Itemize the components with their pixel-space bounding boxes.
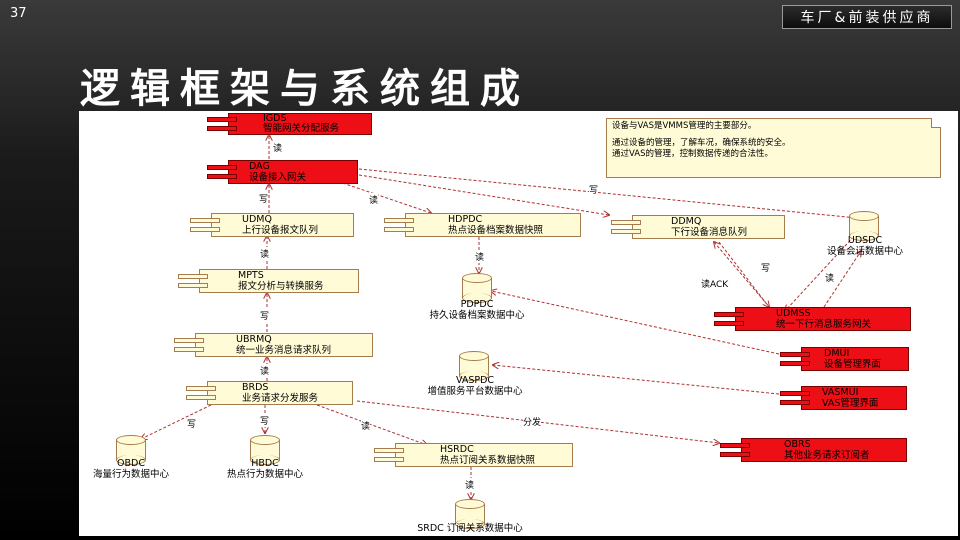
component-obrs-code: OBRS (784, 439, 811, 450)
component-udmq-name: 上行设备报文队列 (242, 225, 319, 236)
edge-udsdc-udmss (785, 232, 858, 311)
store-obdc-name: 海量行为数据中心 (92, 469, 169, 480)
component-brds-name: 业务请求分发服务 (242, 393, 319, 404)
edge-brds-hsrdc (316, 404, 427, 445)
component-igds-name: 智能网关分配服务 (263, 123, 340, 134)
store-hbdc-code: HBDC (251, 458, 279, 469)
edge-label-write: 写 (187, 417, 197, 430)
store-vaspdc-label: VASPDC 增值服务平台数据中心 (413, 375, 537, 397)
component-vasmui-name: VAS管理界面 (822, 398, 879, 409)
component-igds: IGDS 智能网关分配服务 (207, 113, 372, 135)
edge-label-read: 读 (825, 271, 835, 284)
component-ddmq-name: 下行设备消息队列 (671, 227, 748, 238)
store-hbdc-label: HBDC 热点行为数据中心 (215, 458, 315, 480)
brand-badge: 车厂&前装供应商 (782, 5, 952, 29)
component-igds-code: IGDS (263, 113, 287, 124)
component-brds: BRDS 业务请求分发服务 (186, 381, 353, 405)
component-dmui-name: 设备管理界面 (824, 359, 882, 370)
edge-dag-ddmq (358, 174, 609, 215)
component-hsrdc: HSRDC 热点订阅关系数据快照 (374, 443, 573, 467)
component-mpts: MPTS 报文分析与转换服务 (178, 269, 359, 293)
store-udsdc-cylinder (849, 211, 879, 241)
component-obrs: OBRS 其他业务请求订阅者 (720, 438, 907, 462)
edge-dmui-pdpdc (491, 291, 780, 355)
store-obdc-cylinder (116, 435, 146, 465)
edge-label-read: 读 (260, 364, 270, 377)
edge-ddmq-udmss (718, 241, 769, 307)
store-srdc-cylinder (455, 499, 485, 529)
component-mpts-name: 报文分析与转换服务 (238, 281, 324, 292)
edge-label-read: 读 (369, 193, 379, 206)
store-pdpdc-code: PDPDC (460, 299, 494, 310)
store-pdpdc-name: 持久设备档案数据中心 (429, 310, 525, 321)
store-hbdc-name: 热点行为数据中心 (226, 469, 303, 480)
note-line-1: 设备与VAS是VMMS管理的主要部分。 (612, 121, 757, 131)
edge-label-read: 读 (361, 419, 371, 432)
edge-label-write: 写 (761, 261, 771, 274)
store-srdc-label: SRDC 订阅关系数据中心 (417, 523, 523, 534)
note-line-3: 通过VAS的管理，控制数据传递的合法性。 (612, 149, 773, 159)
store-vaspdc-name: 增值服务平台数据中心 (427, 386, 523, 397)
note-line-2: 通过设备的管理，了解车况，确保系统的安全。 (612, 138, 791, 148)
edge-label-write: 写 (260, 309, 270, 322)
component-dmui: DMUI 设备管理界面 (780, 347, 909, 371)
component-hdpdc-name: 热点设备档案数据快照 (448, 225, 544, 236)
component-hdpdc: HDPDC 热点设备档案数据快照 (384, 213, 581, 237)
store-obdc-code: OBDC (117, 458, 145, 469)
component-mpts-code: MPTS (238, 270, 264, 281)
store-vaspdc-cylinder (459, 351, 489, 381)
store-udsdc-name: 设备会话数据中心 (826, 246, 903, 257)
component-vasmui: VASMUI VAS管理界面 (780, 386, 907, 410)
edge-vasmui-vaspdc (493, 365, 780, 395)
component-udmss-code: UDMSS (776, 308, 811, 319)
architecture-diagram: IGDS 智能网关分配服务 DAG 设备接入网关 UDMQ 上行设备报文队列 H… (79, 111, 958, 536)
edge-label-read: 读 (465, 478, 475, 491)
component-udmss-name: 统一下行消息服务网关 (776, 319, 872, 330)
edge-label-write: 写 (259, 192, 269, 205)
component-dag-code: DAG (249, 161, 270, 172)
component-dag-name: 设备接入网关 (249, 172, 307, 183)
edge-brds-obdc (141, 404, 212, 439)
component-dmui-code: DMUI (824, 348, 850, 359)
store-vaspdc-code: VASPDC (455, 375, 495, 386)
component-obrs-name: 其他业务请求订阅者 (784, 450, 870, 461)
component-hsrdc-code: HSRDC (440, 444, 474, 455)
store-obdc-label: OBDC 海量行为数据中心 (83, 458, 179, 480)
edge-label-read: 读 (273, 141, 283, 154)
store-hbdc-cylinder (250, 435, 280, 465)
component-udmq-code: UDMQ (242, 214, 272, 225)
edge-label-read: 读 (260, 247, 270, 260)
diagram-note: 设备与VAS是VMMS管理的主要部分。 通过设备的管理，了解车况，确保系统的安全… (606, 118, 941, 178)
edge-dag-udsdc (358, 168, 857, 218)
component-ubrmq-code: UBRMQ (236, 334, 272, 345)
edge-udmss-udsdc (823, 251, 861, 308)
diagram-edges (79, 111, 958, 536)
component-dag: DAG 设备接入网关 (207, 160, 358, 184)
store-pdpdc-cylinder (462, 273, 492, 303)
store-pdpdc-label: PDPDC 持久设备档案数据中心 (421, 299, 533, 321)
page-title: 逻辑框架与系统组成 (80, 66, 530, 112)
component-udmss: UDMSS 统一下行消息服务网关 (714, 307, 911, 331)
edge-label-write: 写 (589, 183, 599, 196)
edge-label-read-ack: 读ACK (701, 277, 729, 290)
component-vasmui-code: VASMUI (822, 387, 859, 398)
component-udmq: UDMQ 上行设备报文队列 (190, 213, 354, 237)
edge-label-write: 写 (260, 414, 270, 427)
store-udsdc-label: UDSDC 设备会话数据中心 (823, 235, 907, 257)
component-hdpdc-code: HDPDC (448, 214, 483, 225)
edge-label-dispatch: 分发 (523, 415, 542, 428)
component-hsrdc-name: 热点订阅关系数据快照 (440, 455, 536, 466)
component-ddmq: DDMQ 下行设备消息队列 (611, 215, 785, 239)
edge-label-read: 读 (475, 250, 485, 263)
slide-number: 37 (10, 6, 27, 21)
component-brds-code: BRDS (242, 382, 269, 393)
component-ubrmq-name: 统一业务消息请求队列 (236, 345, 332, 356)
component-ubrmq: UBRMQ 统一业务消息请求队列 (174, 333, 373, 357)
store-udsdc-code: UDSDC (847, 235, 883, 246)
component-ddmq-code: DDMQ (671, 216, 702, 227)
